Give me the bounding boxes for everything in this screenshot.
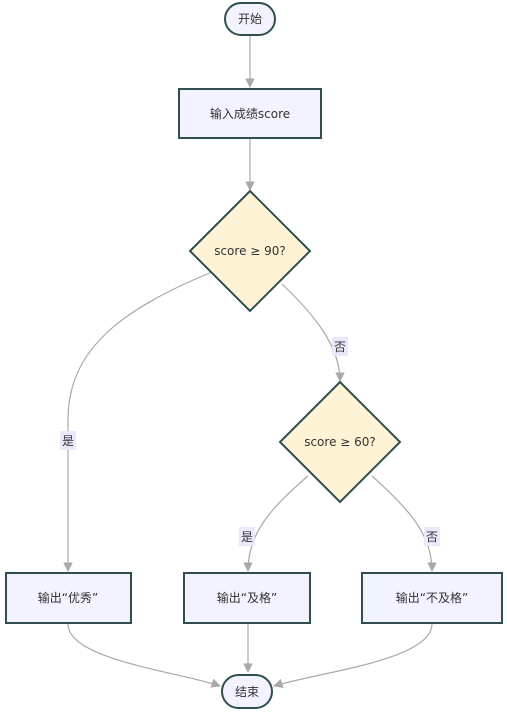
edge-label-d60-no-text: 否 — [426, 530, 438, 544]
edge-decision-60-no — [371, 475, 437, 572]
decision-60-node: score ≥ 60? — [278, 380, 402, 504]
output-pass-label: 输出“及格” — [217, 590, 277, 605]
output-pass-node: 输出“及格” — [183, 572, 311, 624]
edge-label-d60-no: 否 — [424, 527, 440, 546]
decision-60-label: score ≥ 60? — [304, 435, 376, 449]
input-node: 输入成绩score — [178, 88, 322, 139]
start-node: 开始 — [224, 2, 276, 36]
edge-label-d90-yes: 是 — [60, 431, 76, 450]
edge-excellent-to-end — [67, 623, 221, 688]
output-fail-label: 输出“不及格” — [396, 590, 468, 605]
edge-label-d90-no-text: 否 — [334, 340, 346, 354]
end-node: 结束 — [221, 674, 273, 709]
edge-label-d60-yes-text: 是 — [241, 530, 253, 544]
edges — [63, 36, 437, 689]
decision-90-label: score ≥ 90? — [214, 244, 286, 258]
edge-decision-60-yes — [243, 475, 309, 572]
output-excellent-label: 输出“优秀” — [38, 590, 98, 605]
end-node-label: 结束 — [235, 685, 259, 699]
decision-90-node: score ≥ 90? — [188, 189, 312, 313]
input-node-label: 输入成绩score — [210, 106, 290, 121]
output-excellent-node: 输出“优秀” — [5, 572, 132, 624]
edge-decision-90-no — [281, 283, 345, 382]
edge-fail-to-end — [273, 623, 433, 689]
edge-decision-90-yes — [63, 271, 213, 572]
edge-label-d90-no: 否 — [332, 337, 348, 356]
output-fail-node: 输出“不及格” — [361, 572, 503, 624]
edge-label-d90-yes-text: 是 — [62, 434, 74, 448]
edge-label-d60-yes: 是 — [239, 527, 255, 546]
start-node-label: 开始 — [238, 12, 262, 26]
